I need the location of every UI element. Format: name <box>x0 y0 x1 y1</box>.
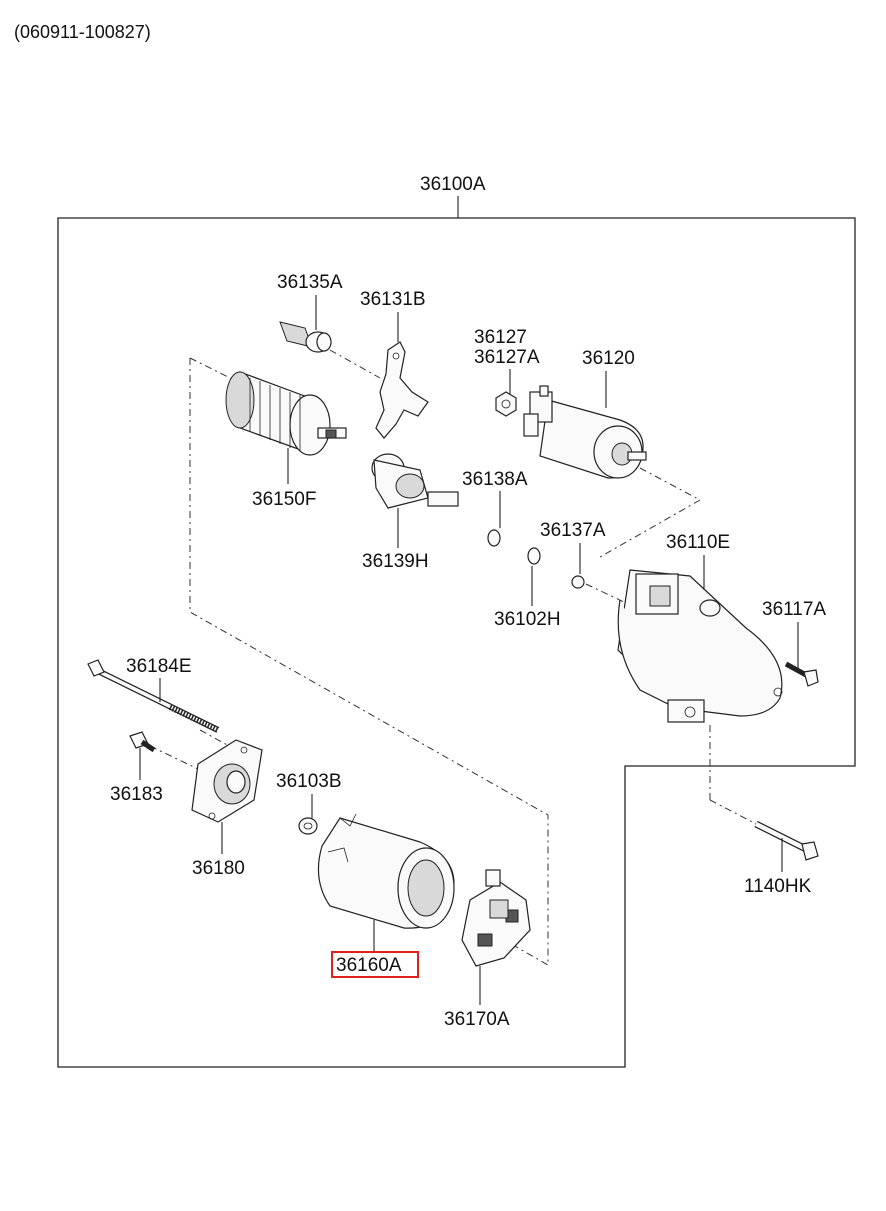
part-36103B-drawing <box>298 817 318 835</box>
part-1140HK-drawing <box>754 820 819 861</box>
part-36110E-drawing <box>617 569 783 723</box>
part-label-36139H[interactable]: 36139H <box>362 551 429 572</box>
part-36184E-drawing <box>87 659 220 733</box>
part-label-36183[interactable]: 36183 <box>110 784 163 805</box>
part-36120-drawing <box>523 385 647 479</box>
part-label-36103B[interactable]: 36103B <box>276 771 342 792</box>
part-label-1140HK[interactable]: 1140HK <box>744 876 812 897</box>
part-36117A-drawing <box>784 661 819 687</box>
part-36131B-drawing <box>375 341 429 439</box>
part-label-36110E[interactable]: 36110E <box>666 532 730 553</box>
part-36135A-drawing <box>279 321 332 353</box>
part-label-36135A[interactable]: 36135A <box>277 272 343 293</box>
part-36102H-drawing <box>527 547 541 565</box>
assembly-frame <box>57 217 856 1068</box>
part-36139H-drawing <box>371 453 459 509</box>
part-36137A-drawing <box>571 575 585 589</box>
part-36180-drawing <box>191 739 263 823</box>
part-label-36184E[interactable]: 36184E <box>126 656 192 677</box>
part-label-36127[interactable]: 36127 <box>474 327 527 348</box>
part-label-36160A[interactable]: 36160A <box>336 955 402 976</box>
part-36183-drawing <box>129 731 156 753</box>
part-label-36100A[interactable]: 36100A <box>420 174 486 195</box>
part-label-36180[interactable]: 36180 <box>192 858 245 879</box>
part-label-36102H[interactable]: 36102H <box>494 609 561 630</box>
part-label-36120[interactable]: 36120 <box>582 348 635 369</box>
part-36160A-drawing <box>317 813 455 929</box>
part-label-36170A[interactable]: 36170A <box>444 1009 510 1030</box>
part-label-36150F[interactable]: 36150F <box>252 489 316 510</box>
part-36150F-drawing <box>225 371 347 456</box>
part-label-36127A[interactable]: 36127A <box>474 347 540 368</box>
part-36170A-drawing <box>461 869 531 967</box>
part-label-36131B[interactable]: 36131B <box>360 289 426 310</box>
highlight-box-36160A <box>331 951 419 978</box>
part-label-36138A[interactable]: 36138A <box>462 469 528 490</box>
part-label-36137A[interactable]: 36137A <box>540 520 606 541</box>
part-label-36117A[interactable]: 36117A <box>762 599 826 620</box>
date-range-label: (060911-100827) <box>14 22 151 42</box>
part-36138A-drawing <box>487 529 501 547</box>
part-36127-drawing <box>495 391 517 417</box>
